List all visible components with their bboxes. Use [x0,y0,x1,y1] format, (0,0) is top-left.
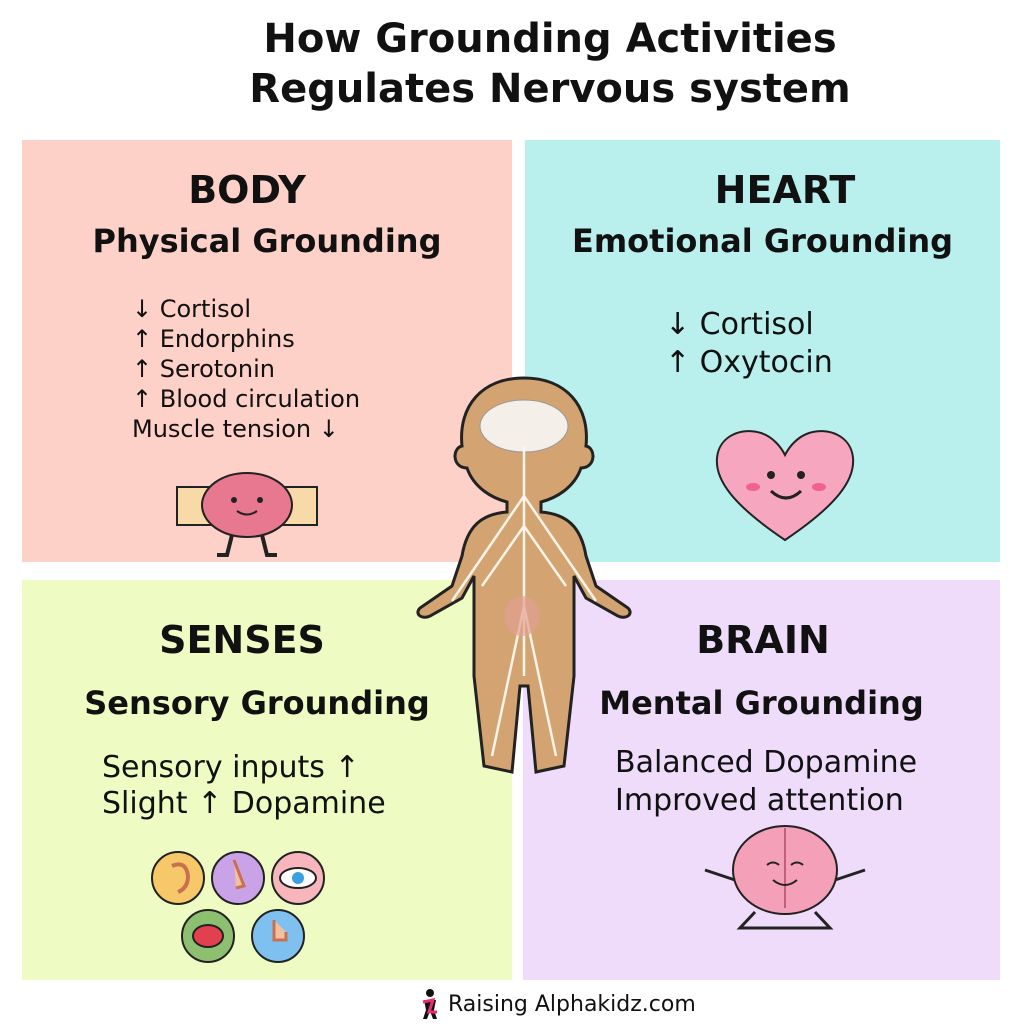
smiling-heart-icon [715,430,855,542]
footer-brand-text: Raising Alphakidz.com [448,991,696,1017]
brain-heading: BRAIN [696,618,830,662]
body-effects-list: ↓ Cortisol ↑ Endorphins ↑ Serotonin ↑ Bl… [132,295,361,443]
nose-icon [211,851,265,905]
heart-heading: HEART [714,168,856,212]
mouth-icon [181,909,235,963]
heart-effects-list: ↓ Cortisol ↑ Oxytocin [665,307,833,380]
senses-quadrant: SENSES Sensory Grounding Sensory inputs … [22,580,512,980]
senses-effects-list: Sensory inputs ↑ Slight ↑ Dopamine [102,750,386,821]
touch-finger-icon [251,909,305,963]
eye-icon [271,851,325,905]
meditating-brain-icon [704,825,866,930]
senses-subheading: Sensory Grounding [84,684,430,722]
five-senses-icons [151,851,325,963]
ear-icon [151,851,205,905]
body-subheading: Physical Grounding [92,222,442,260]
alphakidz-logo-icon [422,989,437,1019]
heart-quadrant: HEART Emotional Grounding ↓ Cortisol ↑ O… [525,140,1000,562]
child-nervous-system-illustration [416,376,632,774]
heart-subheading: Emotional Grounding [571,222,954,260]
senses-heading: SENSES [159,618,325,662]
page-title: How Grounding Activities Regulates Nervo… [249,16,851,112]
muscle-character-icon [176,472,318,557]
brain-effects-list: Balanced Dopamine Improved attention [615,745,918,818]
brain-quadrant: BRAIN Mental Grounding Balanced Dopamine… [523,580,1000,980]
body-quadrant: BODY Physical Grounding ↓ Cortisol ↑ End… [22,140,512,562]
footer-brand: Raising Alphakidz.com [420,988,696,1020]
body-heading: BODY [188,168,306,212]
brain-subheading: Mental Grounding [599,684,924,722]
